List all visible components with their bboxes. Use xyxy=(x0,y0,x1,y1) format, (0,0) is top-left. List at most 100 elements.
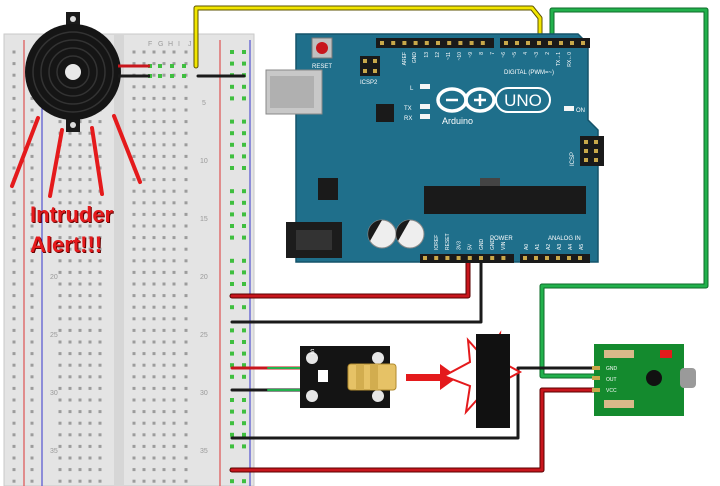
breadboard-hole xyxy=(68,444,72,448)
breadboard-hole xyxy=(68,143,72,147)
connected-hole xyxy=(242,398,246,402)
breadboard-hole xyxy=(30,479,34,483)
breadboard-hole xyxy=(30,421,34,425)
connected-hole xyxy=(242,328,246,333)
breadboard-hole xyxy=(68,166,72,170)
breadboard-hole xyxy=(152,166,156,170)
breadboard-hole xyxy=(172,340,176,344)
connected-hole xyxy=(230,84,234,89)
breadboard-hole xyxy=(98,410,102,414)
breadboard-hole xyxy=(30,328,34,332)
breadboard-hole xyxy=(172,50,176,54)
breadboard-hole xyxy=(142,421,146,425)
breadboard-hole xyxy=(132,386,136,390)
breadboard-hole xyxy=(98,131,102,135)
breadboard-hole xyxy=(98,224,102,228)
breadboard-hole xyxy=(152,154,156,158)
header-pin xyxy=(391,41,396,45)
breadboard-hole xyxy=(30,259,34,263)
header-pin xyxy=(578,256,582,260)
breadboard-hole xyxy=(68,259,72,263)
breadboard-hole xyxy=(132,178,136,182)
breadboard-hole xyxy=(58,352,62,356)
breadboard-hole xyxy=(152,433,156,437)
breadboard-hole xyxy=(132,444,136,448)
breadboard-hole xyxy=(132,108,136,112)
breadboard-hole xyxy=(162,212,166,216)
breadboard-hole xyxy=(88,154,92,158)
breadboard-hole xyxy=(58,282,62,286)
breadboard-hole xyxy=(88,189,92,193)
breadboard-hole xyxy=(88,363,92,367)
breadboard-hole xyxy=(184,375,188,379)
breadboard-hole xyxy=(58,479,62,483)
breadboard-hole xyxy=(12,247,16,251)
status-led xyxy=(660,350,672,358)
breadboard-hole xyxy=(88,421,92,425)
crystal xyxy=(480,178,500,186)
connected-hole xyxy=(242,258,246,263)
breadboard-hole xyxy=(78,212,82,216)
breadboard-hole xyxy=(152,444,156,448)
breadboard-hole xyxy=(98,398,102,402)
row-number: 35 xyxy=(50,448,58,455)
breadboard-hole xyxy=(162,236,166,240)
breadboard-hole xyxy=(78,433,82,437)
laser-module: S xyxy=(300,346,397,408)
connected-hole xyxy=(242,305,246,310)
breadboard-hole xyxy=(88,120,92,124)
header-pin xyxy=(523,256,527,260)
bottom-pin-holes xyxy=(423,256,582,260)
connected-hole xyxy=(230,50,234,54)
header-pin xyxy=(515,41,519,45)
breadboard-hole xyxy=(12,479,16,483)
brand-name: Arduino xyxy=(442,116,473,126)
aref-label: AREF xyxy=(402,52,408,65)
breadboard-hole xyxy=(30,212,34,216)
capacitor-mark xyxy=(396,220,410,241)
breadboard-hole xyxy=(12,108,16,112)
header-pin xyxy=(424,41,429,45)
breadboard-hole xyxy=(78,224,82,228)
breadboard-hole xyxy=(98,479,102,483)
breadboard-hole xyxy=(58,363,62,367)
breadboard-hole xyxy=(98,201,102,205)
breadboard-hole xyxy=(132,468,136,472)
breadboard-hole xyxy=(184,50,188,54)
breadboard-hole xyxy=(30,166,34,170)
connected-hole xyxy=(230,270,234,275)
connected-hole xyxy=(230,363,234,368)
breadboard-hole xyxy=(184,340,188,344)
breadboard-hole xyxy=(78,352,82,356)
breadboard-hole xyxy=(98,444,102,448)
breadboard-hole xyxy=(152,143,156,147)
breadboard-hole xyxy=(142,398,146,402)
breadboard-hole xyxy=(78,154,82,158)
connected-hole xyxy=(170,74,174,78)
breadboard-hole xyxy=(172,282,176,286)
breadboard-hole xyxy=(132,479,136,483)
digital-pin-label: ~5 xyxy=(512,52,518,58)
breadboard-hole xyxy=(162,224,166,228)
connected-hole xyxy=(242,421,246,426)
breadboard-hole xyxy=(172,131,176,135)
breadboard-hole xyxy=(58,270,62,274)
breadboard-hole xyxy=(162,73,166,77)
breadboard-hole xyxy=(88,479,92,483)
breadboard-hole xyxy=(172,468,176,472)
breadboard-hole xyxy=(162,340,166,344)
digital-pin-label: 7 xyxy=(490,52,496,55)
connected-hole xyxy=(242,224,246,228)
power-pin-label: IOREF xyxy=(434,235,440,250)
breadboard-hole xyxy=(68,201,72,205)
header-pin xyxy=(584,149,588,153)
breadboard-hole xyxy=(162,154,166,158)
breadboard-hole xyxy=(88,212,92,216)
breadboard-hole xyxy=(142,189,146,193)
board-name: UNO xyxy=(504,91,542,110)
breadboard-hole xyxy=(78,375,82,379)
breadboard-hole xyxy=(152,131,156,135)
breadboard-hole xyxy=(12,259,16,263)
wire-yellow xyxy=(194,6,542,68)
